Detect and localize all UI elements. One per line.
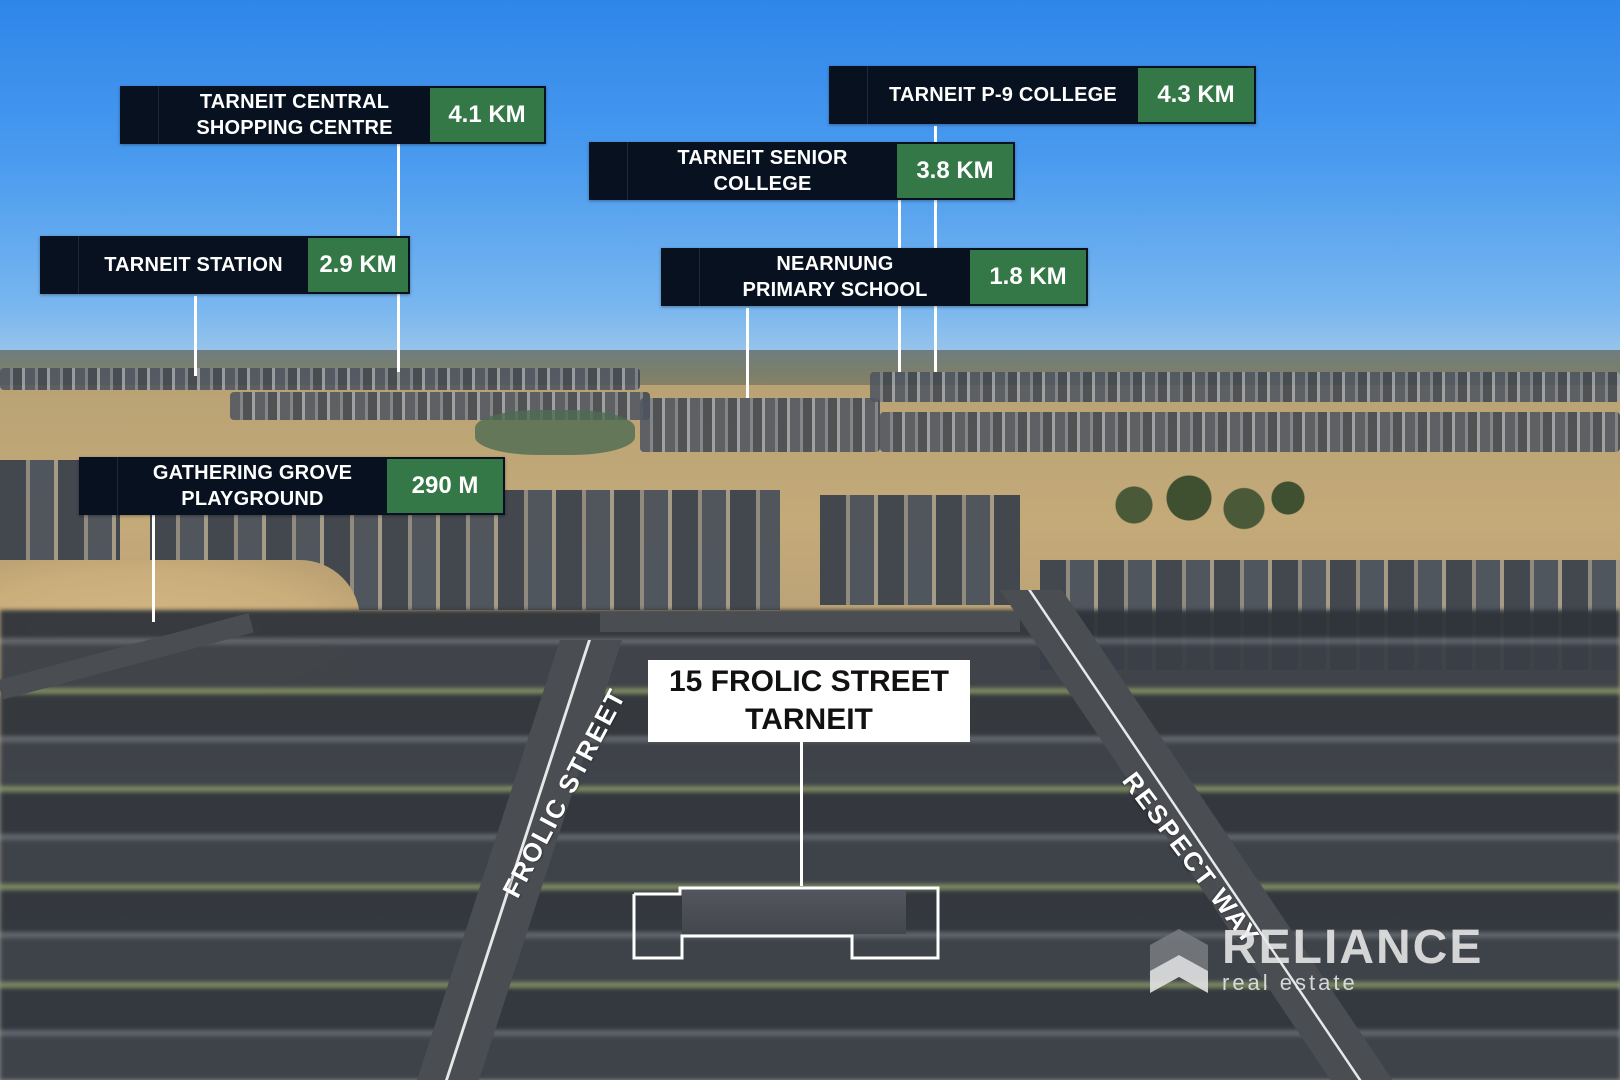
callout-name: TARNEIT CENTRAL SHOPPING CENTRE — [196, 91, 393, 139]
brand-name: RELIANCE — [1222, 921, 1484, 974]
callout-p9-college: TARNEIT P-9 COLLEGE 4.3 KM — [829, 66, 1256, 124]
housing-block — [0, 460, 120, 570]
agency-logo: RELIANCE real estate — [1148, 921, 1484, 995]
wetland-pond — [475, 410, 635, 455]
distant-suburb — [640, 398, 880, 452]
property-boundary — [632, 886, 940, 960]
housing-block — [820, 495, 1020, 605]
callout-name: TARNEIT STATION — [104, 254, 283, 276]
property-address: 15 FROLIC STREET TARNEIT — [648, 660, 970, 742]
callout-name: NEARNUNG PRIMARY SCHOOL — [742, 253, 928, 301]
brand-tagline: real estate — [1222, 970, 1358, 995]
callout-distance: 1.8 KM — [970, 250, 1086, 304]
property-roof — [682, 888, 906, 934]
callout-distance: 3.8 KM — [897, 144, 1013, 198]
pointer-line-property — [800, 742, 803, 886]
callout-distance: 4.1 KM — [430, 88, 544, 142]
callout-name: TARNEIT P-9 COLLEGE — [889, 84, 1117, 106]
callout-name: TARNEIT SENIOR COLLEGE — [677, 147, 848, 195]
callout-senior-college: TARNEIT SENIOR COLLEGE 3.8 KM — [589, 142, 1015, 200]
distant-suburb — [880, 412, 1620, 452]
pointer-line-station — [194, 296, 197, 376]
callout-playground: GATHERING GROVE PLAYGROUND 290 M — [79, 457, 505, 515]
callout-shopping-centre: TARNEIT CENTRAL SHOPPING CENTRE 4.1 KM — [120, 86, 546, 144]
callout-primary-school: NEARNUNG PRIMARY SCHOOL 1.8 KM — [661, 248, 1088, 306]
tree-cluster — [1090, 470, 1310, 540]
callout-station: TARNEIT STATION 2.9 KM — [40, 236, 410, 294]
callout-distance: 4.3 KM — [1138, 68, 1254, 122]
distant-suburb — [0, 368, 640, 390]
distant-suburb — [870, 372, 1620, 402]
reliance-logo-icon — [1150, 929, 1208, 993]
callout-name: GATHERING GROVE PLAYGROUND — [152, 462, 353, 510]
pointer-line-playground — [152, 512, 155, 622]
cross-road — [600, 612, 1020, 632]
callout-distance: 2.9 KM — [308, 238, 408, 292]
callout-distance: 290 M — [387, 459, 503, 513]
pointer-line-primary — [746, 308, 749, 398]
